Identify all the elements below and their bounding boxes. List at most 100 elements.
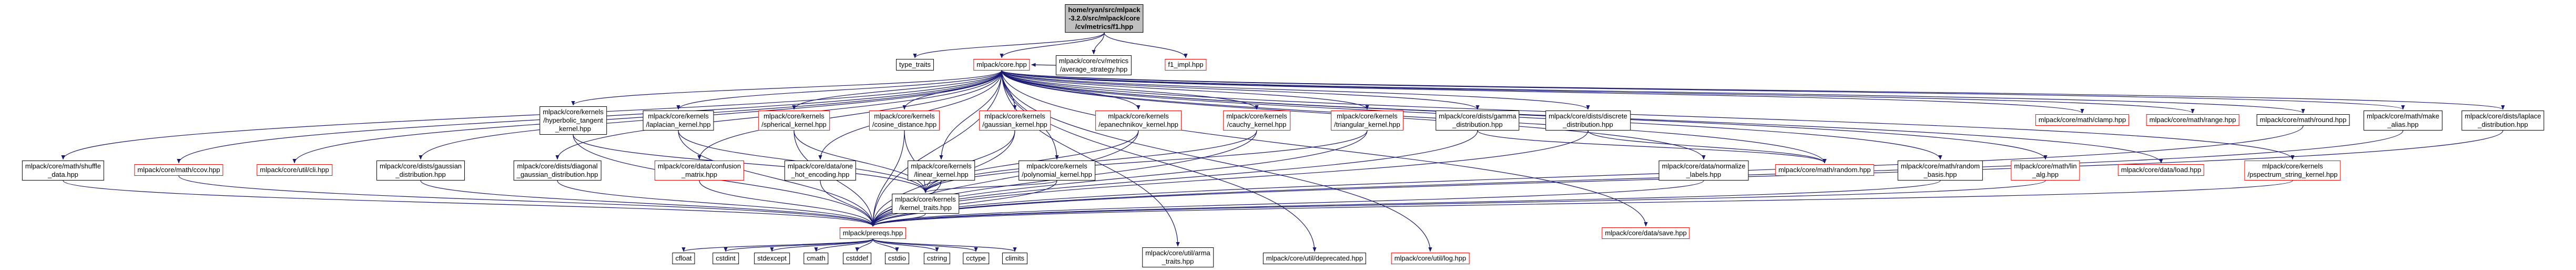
include-edge bbox=[1001, 70, 1480, 110]
node-linear-kernel-hpp[interactable]: mlpack/core/kernels /linear_kernel.hpp bbox=[908, 161, 975, 181]
include-edge bbox=[1001, 70, 1369, 110]
include-edge bbox=[697, 70, 1002, 160]
node-round-hpp[interactable]: mlpack/core/math/round.hpp bbox=[2256, 114, 2350, 126]
node-discrete-distribution-hpp[interactable]: mlpack/core/dists/discrete _distribution… bbox=[1545, 111, 1631, 131]
include-edge bbox=[676, 70, 1002, 110]
include-edge bbox=[871, 130, 2404, 227]
node-prereqs-hpp[interactable]: mlpack/prereqs.hpp bbox=[839, 227, 907, 239]
node-save-hpp[interactable]: mlpack/core/data/save.hpp bbox=[1602, 227, 1690, 239]
node-cli-hpp[interactable]: mlpack/core/util/cli.hpp bbox=[257, 164, 332, 176]
node-spherical-kernel-hpp[interactable]: mlpack/core/kernels /spherical_kernel.hp… bbox=[758, 111, 830, 131]
include-edge bbox=[902, 70, 1002, 110]
node-make-alias-hpp[interactable]: mlpack/core/math/make _alias.hpp bbox=[2364, 111, 2442, 131]
include-edge bbox=[871, 70, 1002, 227]
node-cfloat: cfloat bbox=[672, 253, 695, 264]
node-core-hpp[interactable]: mlpack/core.hpp bbox=[973, 59, 1030, 71]
node-gamma-distribution-hpp[interactable]: mlpack/core/dists/gamma _distribution.hp… bbox=[1435, 111, 1520, 131]
include-edge bbox=[699, 180, 875, 227]
node-cauchy-kernel-hpp[interactable]: mlpack/core/kernels /cauchy_kernel.hpp bbox=[1223, 111, 1290, 131]
node-epanechnikov-kernel-hpp[interactable]: mlpack/core/kernels /epanechnikov_kernel… bbox=[1095, 111, 1182, 131]
include-edge bbox=[871, 130, 1589, 227]
include-edge bbox=[913, 32, 1105, 58]
node-lin-alg-hpp[interactable]: mlpack/core/math/lin _alg.hpp bbox=[2011, 161, 2080, 181]
node-triangular-kernel-hpp[interactable]: mlpack/core/kernels /triangular_kernel.h… bbox=[1331, 111, 1403, 131]
include-edge bbox=[871, 180, 2293, 227]
include-edge bbox=[1001, 70, 2505, 110]
node-deprecated-hpp[interactable]: mlpack/core/util/deprecated.hpp bbox=[1262, 253, 1367, 264]
node-one-hot-encoding-hpp[interactable]: mlpack/core/data/one _hot_encoding.hpp bbox=[784, 161, 857, 181]
node-gaussian-kernel-hpp[interactable]: mlpack/core/kernels /gaussian_kernel.hpp bbox=[979, 111, 1051, 131]
include-edge bbox=[63, 180, 875, 227]
include-edge bbox=[855, 238, 873, 252]
node-hyperbolic-tangent-kernel-hpp[interactable]: mlpack/core/kernels /hyperbolic_tangent … bbox=[539, 106, 607, 135]
node-cctype: cctype bbox=[963, 253, 989, 264]
include-edge bbox=[872, 238, 978, 252]
node-confusion-matrix-hpp[interactable]: mlpack/core/data/confusion _matrix.hpp bbox=[654, 161, 745, 181]
include-edge bbox=[1001, 70, 1259, 110]
include-edge bbox=[871, 125, 2304, 227]
node-polynomial-kernel-hpp[interactable]: mlpack/core/kernels /polynomial_kernel.h… bbox=[1019, 161, 1095, 181]
include-edge bbox=[1001, 70, 2084, 114]
node-load-hpp[interactable]: mlpack/core/data/load.hpp bbox=[2117, 164, 2205, 176]
node-range-hpp[interactable]: mlpack/core/math/range.hpp bbox=[2146, 114, 2239, 126]
include-edge bbox=[872, 238, 1017, 252]
include-edge bbox=[770, 238, 873, 252]
node-laplacian-kernel-hpp[interactable]: mlpack/core/kernels /laplacian_kernel.hp… bbox=[643, 111, 714, 131]
include-edge bbox=[1001, 70, 2195, 114]
node-gaussian-distribution-hpp[interactable]: mlpack/core/dists/gaussian _distribution… bbox=[376, 161, 465, 181]
node-normalize-labels-hpp[interactable]: mlpack/core/data/normalize _labels.hpp bbox=[1658, 161, 1749, 181]
node-cmath: cmath bbox=[803, 253, 829, 264]
node-shuffle-data-hpp[interactable]: mlpack/core/math/shuffle _data.hpp bbox=[22, 161, 105, 181]
include-edge bbox=[1001, 70, 1590, 110]
include-edge bbox=[1092, 32, 1105, 55]
include-edge bbox=[1001, 70, 2295, 160]
include-edge bbox=[571, 70, 1002, 106]
include-edge bbox=[573, 134, 875, 227]
node-climits: climits bbox=[1002, 253, 1028, 264]
include-edge bbox=[1001, 70, 1432, 252]
include-edge bbox=[872, 238, 939, 252]
include-edge bbox=[1000, 32, 1105, 58]
node-log-hpp[interactable]: mlpack/core/util/log.hpp bbox=[1391, 253, 1470, 264]
include-edge bbox=[1001, 70, 1827, 164]
include-edge bbox=[871, 180, 1704, 227]
include-edge bbox=[871, 180, 1941, 227]
node-f1-impl-hpp[interactable]: f1_impl.hpp bbox=[1165, 59, 1207, 71]
node-random-basis-hpp[interactable]: mlpack/core/math/random _basis.hpp bbox=[1897, 161, 1983, 181]
node-pspectrum-string-kernel-hpp[interactable]: mlpack/core/kernels /pspectrum_string_ke… bbox=[2244, 161, 2341, 181]
include-edge bbox=[61, 70, 1002, 160]
node-clamp-hpp[interactable]: mlpack/core/math/clamp.hpp bbox=[2035, 114, 2130, 126]
include-edge bbox=[820, 180, 875, 227]
node-cstdint: cstdint bbox=[712, 253, 739, 264]
node-ccov-hpp[interactable]: mlpack/core/math/ccov.hpp bbox=[134, 164, 223, 176]
include-edge bbox=[678, 130, 875, 227]
include-edge bbox=[1587, 130, 1827, 164]
include-edge bbox=[871, 130, 1139, 227]
include-edge bbox=[1104, 32, 1188, 58]
include-edge bbox=[923, 130, 1368, 193]
include-edge bbox=[420, 180, 875, 227]
node-cstddef: cstddef bbox=[843, 253, 871, 264]
node-random-hpp[interactable]: mlpack/core/math/random.hpp bbox=[1775, 164, 1874, 176]
node-cosine-distance-hpp[interactable]: mlpack/core/kernels /cosine_distance.hpp bbox=[869, 111, 940, 131]
node-stdexcept: stdexcept bbox=[754, 253, 790, 264]
include-edge bbox=[557, 180, 875, 227]
node-arma-traits-hpp[interactable]: mlpack/core/util/arma _traits.hpp bbox=[1142, 247, 1214, 267]
node-cstring: cstring bbox=[923, 253, 951, 264]
include-edge bbox=[573, 134, 928, 193]
include-edge bbox=[793, 130, 928, 193]
node-cstdio: cstdio bbox=[885, 253, 909, 264]
include-edge bbox=[1001, 70, 2305, 114]
node-type-traits: type_traits bbox=[896, 59, 934, 71]
include-edge bbox=[1001, 70, 1180, 247]
node-average-strategy-hpp[interactable]: mlpack/core/cv/metrics /average_strategy… bbox=[1055, 55, 1132, 75]
node-kernel-traits-hpp[interactable]: mlpack/core/kernels /kernel_traits.hpp bbox=[892, 194, 959, 214]
include-edge bbox=[814, 238, 873, 252]
include-edge bbox=[871, 180, 2046, 227]
node-diagonal-gaussian-distribution-hpp[interactable]: mlpack/core/dists/diagonal _gaussian_dis… bbox=[513, 161, 602, 181]
include-edge bbox=[1477, 130, 1827, 164]
node-laplace-distribution-hpp[interactable]: mlpack/core/dists/laplace _distribution.… bbox=[2461, 111, 2544, 131]
include-edge bbox=[923, 180, 1057, 193]
